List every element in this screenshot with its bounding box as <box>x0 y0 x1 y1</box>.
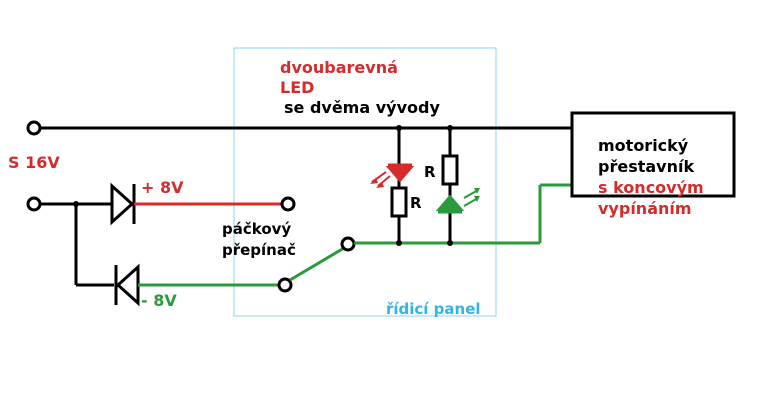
led-title-line-1: dvoubarevná <box>280 58 398 77</box>
led-title-line-3: se dvěma vývody <box>284 98 440 117</box>
negative-terminal <box>277 277 293 293</box>
resistor-label-red: R <box>410 194 422 212</box>
switch-lever <box>289 246 345 282</box>
junction-dot <box>447 240 453 246</box>
minus-label: - 8V <box>141 291 177 310</box>
junction-dot <box>73 201 79 207</box>
motor-box <box>570 111 736 198</box>
input-terminal <box>26 196 42 212</box>
motor-label-line-2: přestavník <box>598 157 694 176</box>
source-label: S 16V <box>8 153 60 172</box>
motor-label-line-1: motorický <box>598 136 689 155</box>
switch-label-line-1: páčkový <box>222 220 291 238</box>
plus-label: + 8V <box>141 178 184 197</box>
red-led-icon <box>370 163 415 188</box>
resistor-green-icon <box>441 154 459 186</box>
junction-dot <box>396 125 402 131</box>
led-title-line-2: LED <box>280 78 314 97</box>
source-terminal <box>26 120 42 136</box>
positive-terminal <box>280 196 296 212</box>
panel-label: řídicí panel <box>386 300 481 318</box>
resistor-red-icon <box>390 186 408 218</box>
switch-label-line-2: přepínač <box>222 241 296 259</box>
motor-label-line-3: s koncovým <box>598 178 704 197</box>
resistor-label-green: R <box>424 163 436 181</box>
motor-label-line-4: vypínáním <box>598 199 692 218</box>
control-panel-border <box>233 47 497 317</box>
green-led-icon <box>435 188 480 214</box>
diode-positive-icon <box>110 182 136 226</box>
junction-dot <box>396 240 402 246</box>
switch-pivot <box>340 236 356 252</box>
junction-dot <box>447 125 453 131</box>
diode-negative-icon <box>114 263 140 307</box>
